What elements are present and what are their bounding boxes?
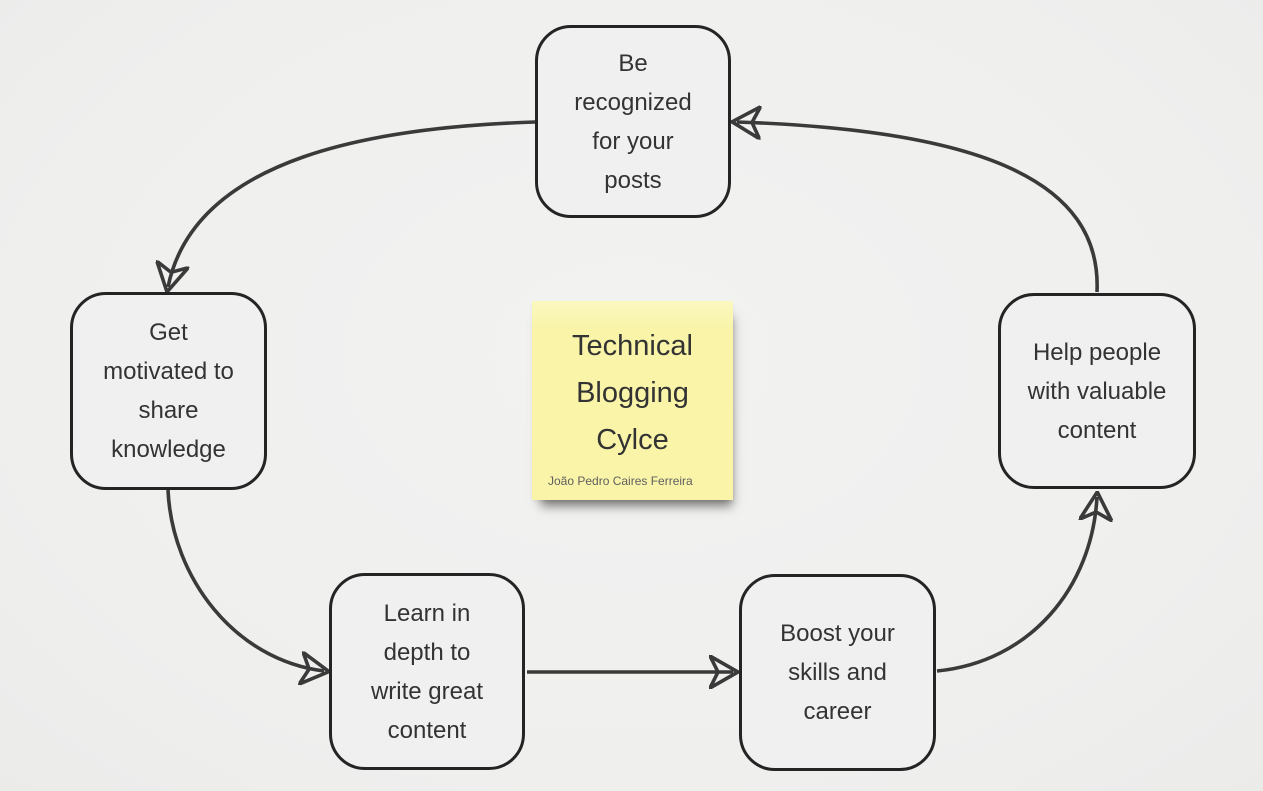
node-get-motivated: Get motivated to share knowledge — [70, 292, 267, 490]
node-be-recognized: Be recognized for your posts — [535, 25, 731, 218]
sticky-note: Technical Blogging Cylce João Pedro Cair… — [532, 301, 733, 500]
edge-boost-skills-to-help-people — [936, 497, 1097, 673]
sticky-note-author: João Pedro Caires Ferreira — [548, 474, 693, 488]
node-label-learn-in-depth: Learn in depth to write great content — [370, 599, 484, 744]
edge-be-recognized-to-get-motivated — [168, 120, 536, 287]
node-label-be-recognized: Be recognized for your posts — [574, 49, 692, 194]
edge-help-people-to-be-recognized — [737, 122, 1099, 293]
sticky-note-title: Technical Blogging Cylce — [572, 330, 693, 456]
node-learn-in-depth: Learn in depth to write great content — [329, 573, 525, 770]
node-help-people: Help people with valuable content — [998, 293, 1196, 489]
node-label-get-motivated: Get motivated to share knowledge — [103, 319, 234, 463]
edge-get-motivated-to-learn-in-depth — [166, 489, 324, 671]
node-label-boost-skills: Boost your skills and career — [780, 620, 895, 725]
node-label-help-people: Help people with valuable content — [1027, 338, 1167, 444]
node-boost-skills: Boost your skills and career — [739, 574, 936, 771]
